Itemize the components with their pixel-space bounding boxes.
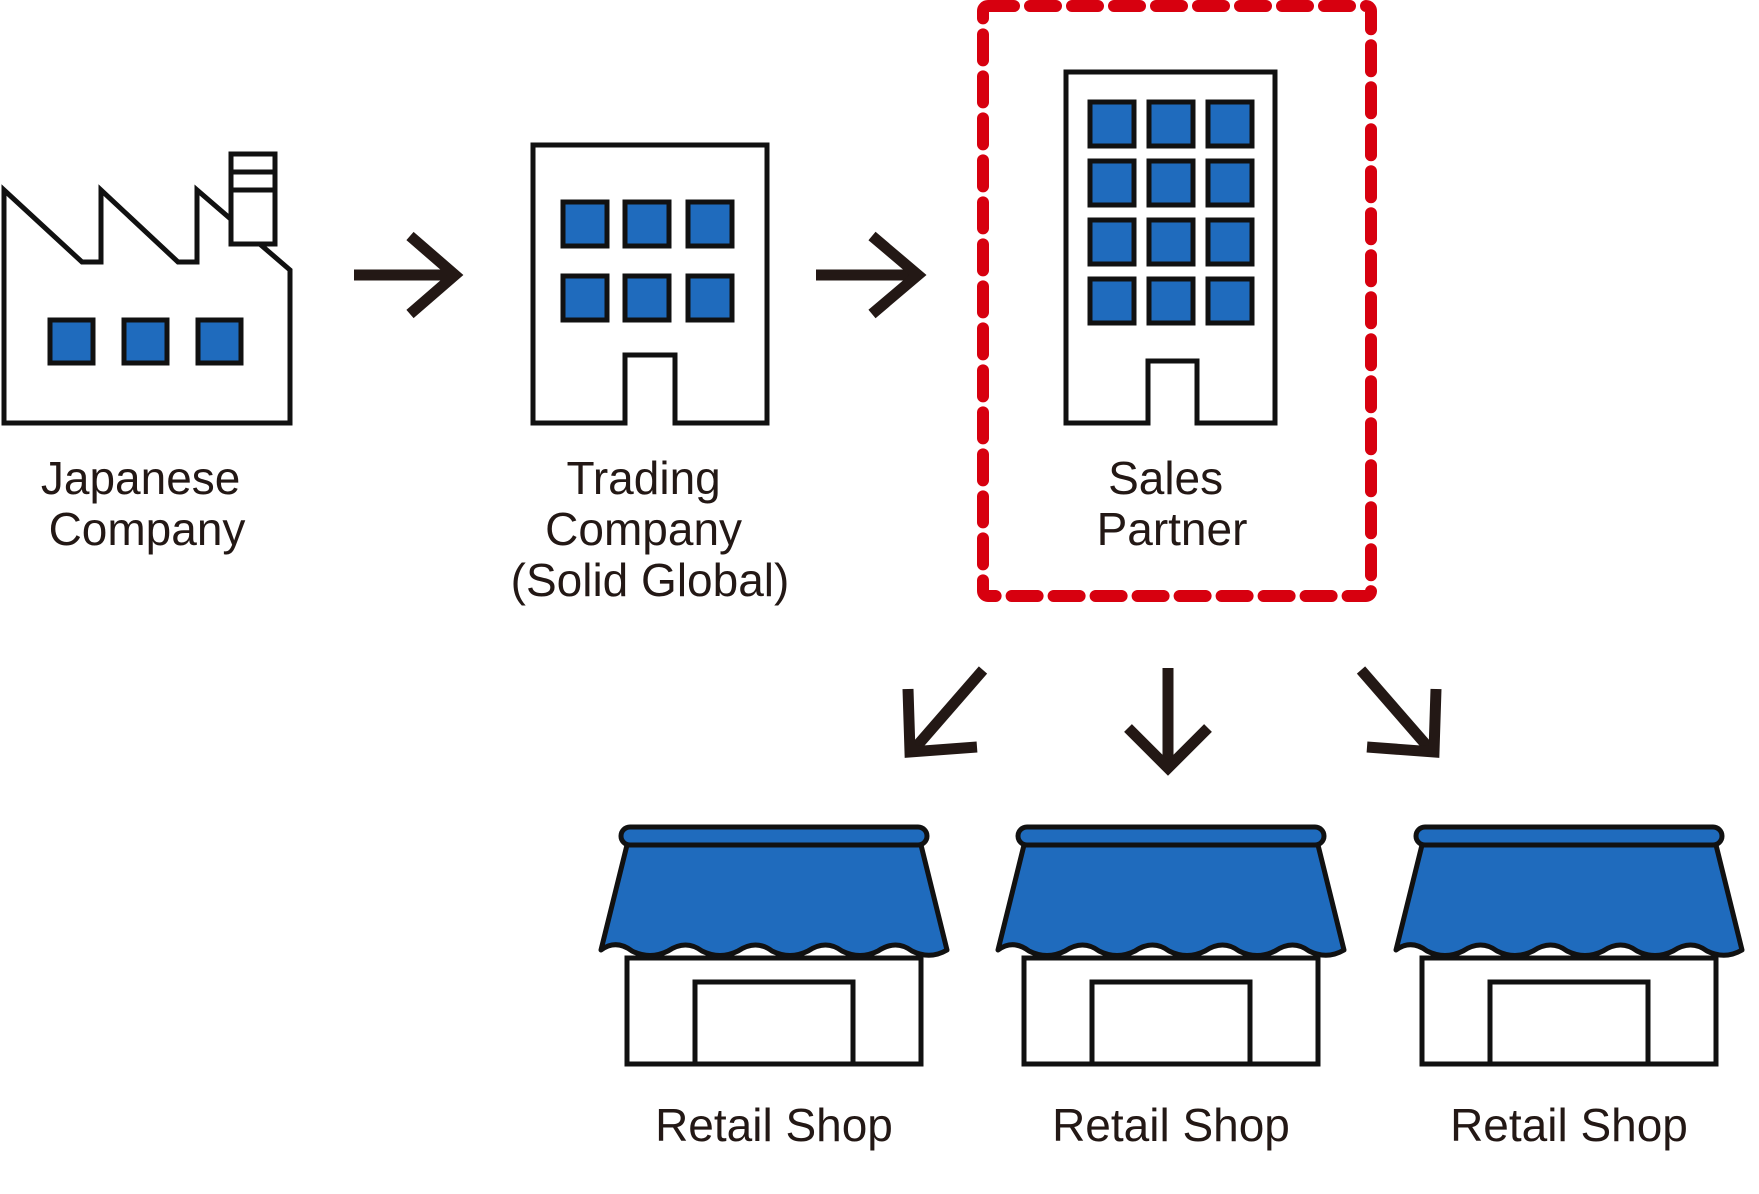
trading-company-label: Trading Company (Solid Global): [511, 452, 790, 606]
sales-partner-label: Sales Partner: [1097, 452, 1248, 555]
down-arrow-icon: [1124, 668, 1212, 776]
right-arrow-icon: [816, 231, 927, 319]
down-right-arrow-icon: [1356, 666, 1442, 758]
right-arrow-icon: [354, 231, 464, 319]
tall-office-building-icon: [1063, 69, 1278, 426]
japanese-company-label: Japanese Company: [41, 452, 253, 555]
storefront-icon: [598, 824, 950, 1067]
sales-partner-highlight-box: [977, 0, 1377, 602]
office-building-icon: [530, 142, 770, 426]
factory-icon: [1, 151, 293, 426]
down-left-arrow-icon: [902, 666, 988, 758]
retail-shop-label: Retail Shop: [1450, 1099, 1688, 1151]
storefront-icon: [1393, 824, 1745, 1067]
storefront-icon: [995, 824, 1347, 1067]
retail-shop-label: Retail Shop: [1052, 1099, 1290, 1151]
retail-shop-label: Retail Shop: [655, 1099, 893, 1151]
